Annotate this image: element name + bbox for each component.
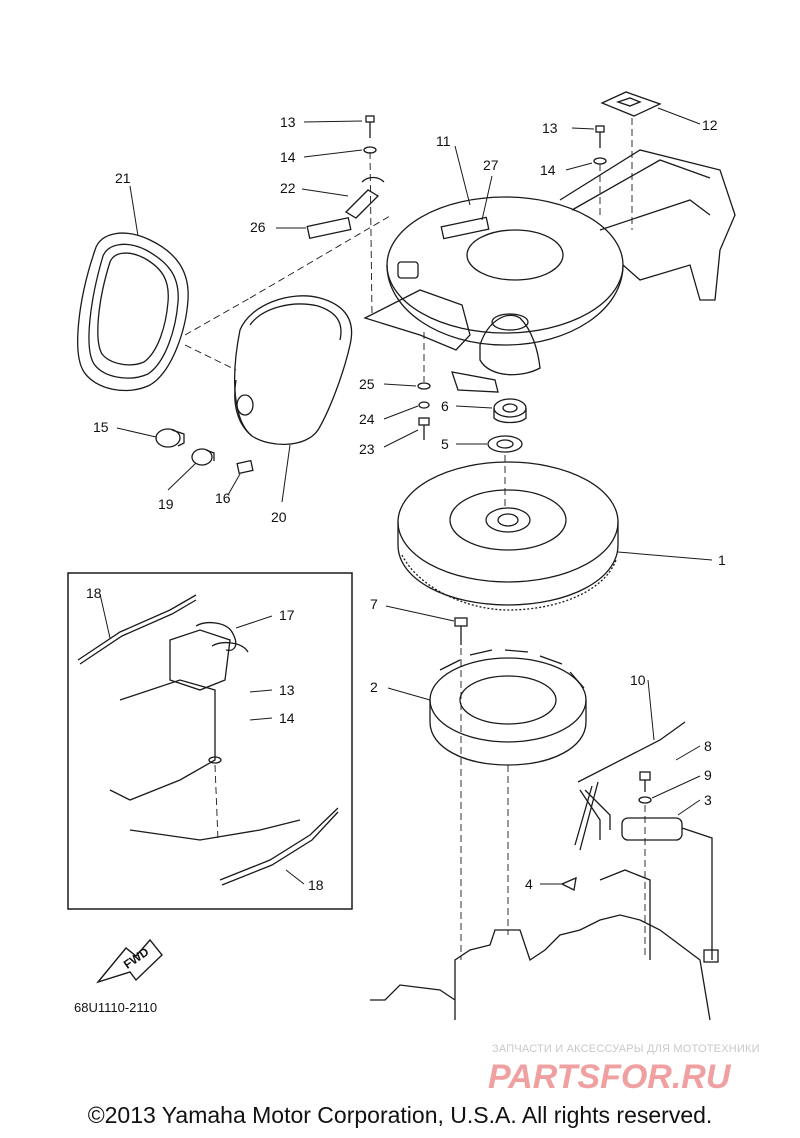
part-3-pulser-coil: [621, 817, 719, 963]
watermark-logo: PARTSFOR.RU: [488, 1058, 732, 1094]
callout-15: 15: [93, 419, 109, 435]
callout-14: 14: [280, 149, 296, 165]
inset-bracket: [109, 629, 301, 841]
callout-19: 19: [158, 496, 174, 512]
inset-part-18-tie: [77, 594, 197, 665]
callout-9: 9: [704, 767, 712, 783]
callout-1: 1: [718, 552, 726, 568]
part-13-bolt: [365, 115, 375, 138]
watermark-logo-text: PARTSFOR.RU: [488, 1058, 732, 1094]
callout-17: 17: [279, 607, 295, 623]
part-24-washer: [418, 401, 430, 409]
callout-18: 18: [86, 585, 102, 601]
part-12-tag: [600, 91, 662, 117]
callout-2: 2: [370, 679, 378, 695]
callout-16: 16: [215, 490, 231, 506]
part-6-nut: [493, 398, 527, 424]
callout-13: 13: [280, 114, 296, 130]
part-9-washer: [638, 796, 652, 804]
callout-21: 21: [115, 170, 131, 186]
part-20-intake-silencer: [233, 295, 353, 446]
callout-22: 22: [280, 180, 296, 196]
part-13-bolt-right: [595, 125, 605, 148]
part-14-washer-right: [593, 157, 607, 165]
callout-4: 4: [525, 876, 533, 892]
part-25-washer: [417, 382, 431, 390]
callout-7: 7: [370, 596, 378, 612]
callout-5: 5: [441, 436, 449, 452]
callout-25: 25: [359, 376, 375, 392]
part-21-seal: [77, 232, 189, 392]
part-26-label: [306, 216, 352, 240]
callout-27: 27: [483, 157, 499, 173]
callout-8: 8: [704, 738, 712, 754]
part-19-plug: [191, 448, 215, 466]
inset-callout-13: 13: [279, 682, 295, 698]
part-23-screw: [418, 417, 430, 440]
watermark-tagline: ЗАПЧАСТИ И АКСЕССУАРЫ ДЛЯ МОТОТЕХНИКИ: [492, 1043, 760, 1055]
callout-12: 12: [702, 117, 718, 133]
inset-part-18-tie-lower: [219, 807, 339, 886]
part-11-flywheel-cover: [363, 149, 736, 393]
callout-23: 23: [359, 441, 375, 457]
callout-20: 20: [271, 509, 287, 525]
callout-24: 24: [359, 411, 375, 427]
callout-26: 26: [250, 219, 266, 235]
inset-callout-14: 14: [279, 710, 295, 726]
part-5-washer: [487, 435, 523, 453]
inset-part-17-clamp: [195, 621, 249, 653]
part-8-bolt: [639, 771, 651, 792]
part-22-bracket: [344, 176, 385, 219]
callout-14-right: 14: [540, 162, 556, 178]
callout-3: 3: [704, 792, 712, 808]
diagram-part-number: 68U1110-2110: [74, 1000, 157, 1015]
part-16-label: [236, 459, 254, 475]
part-10-harness: [574, 721, 686, 851]
part-1-flywheel: [397, 461, 619, 611]
fwd-arrow-icon: [95, 938, 163, 984]
callout-numbers: 1 2 3 4 5 6 7 8 9 10 11 12 13 14 15 16 1…: [86, 114, 726, 893]
callout-6: 6: [441, 398, 449, 414]
callout-10: 10: [630, 672, 646, 688]
copyright-footer: ©2013 Yamaha Motor Corporation, U.S.A. A…: [87, 1102, 713, 1128]
inset-callout-18-bottom: 18: [308, 877, 324, 893]
part-2-stator: [429, 649, 587, 766]
callout-11: 11: [436, 133, 451, 149]
part-4-plug: [560, 876, 577, 891]
part-15-plug: [155, 428, 185, 448]
inset-frame: [67, 572, 353, 910]
callout-13-right: 13: [542, 120, 558, 136]
part-7-screw: [454, 617, 468, 645]
engine-block: [370, 869, 711, 1021]
